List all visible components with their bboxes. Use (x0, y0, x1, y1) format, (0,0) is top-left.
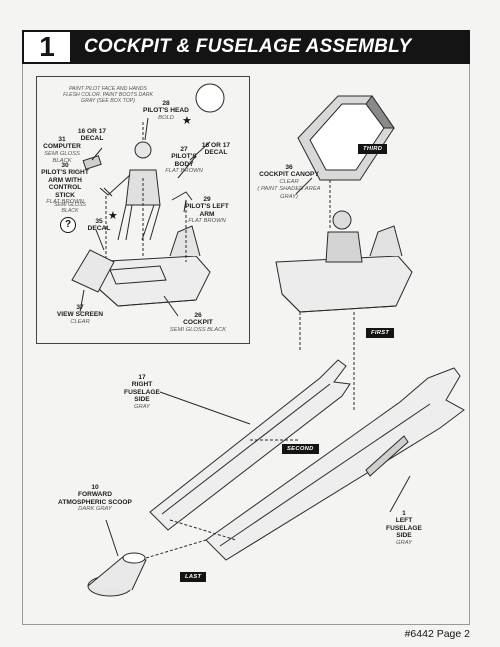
assembled-cockpit-part (275, 210, 413, 313)
label-decal-35: 35 DECAL (87, 218, 111, 233)
label-right-arm: 30 PILOT'S RIGHT ARM WITH CONTROL STICK … (41, 162, 89, 206)
label-view-screen: 37 VIEW SCREEN CLEAR (56, 304, 104, 325)
label-forward-scoop: 10 FORWARD ATMOSPHERIC SCOOP DARK GRAY (58, 484, 132, 513)
stage-first: FIRST (366, 328, 395, 338)
paint-note: PAINT PILOT FACE AND HANDS FLESH COLOR. … (63, 86, 153, 104)
label-pilots-head: 28 PILOT'S HEAD BOLD (143, 100, 189, 121)
star-icon: ★ (182, 115, 192, 127)
decal-reference-icon (195, 83, 225, 113)
label-left-arm: 29 PILOT'S LEFT ARM FLAT BROWN (185, 196, 229, 225)
label-cockpit: 26 COCKPIT SEMI GLOSS BLACK (169, 312, 227, 333)
pilot-figure-inset (82, 141, 193, 241)
cockpit-tub-inset (91, 225, 211, 307)
label-cockpit-canopy: 36 COCKPIT CANOPY CLEAR ( PAINT SHADED A… (257, 164, 321, 200)
step-number: 1 (24, 31, 70, 62)
label-pilots-body: 27 PILOT'S BODY FLAT BROWN (165, 146, 203, 175)
stage-third: THIRD (358, 144, 388, 154)
right-fuselage-side-part (149, 359, 351, 531)
page-footer: #6442 Page 2 (404, 628, 470, 640)
label-decal-left: 16 OR 17 DECAL (77, 128, 107, 143)
label-left-fuselage-side: 1 LEFT FUSELAGE SIDE GRAY (386, 510, 422, 546)
label-decal-right: 16 OR 17 DECAL (201, 142, 231, 157)
stage-last: LAST (180, 572, 207, 582)
step-header: 1 COCKPIT & FUSELAGE ASSEMBLY (22, 30, 470, 64)
cockpit-canopy-part (297, 95, 395, 181)
label-stick-color: SEMI GLOSS BLACK (54, 202, 86, 214)
label-right-fuselage-side: 17 RIGHT FUSELAGE SIDE GRAY (124, 374, 160, 410)
star-icon-decal: ★ (108, 210, 118, 222)
view-screen-part (71, 249, 115, 293)
stage-second: SECOND (282, 444, 319, 454)
step-title: COCKPIT & FUSELAGE ASSEMBLY (84, 36, 412, 57)
question-icon: ? (60, 217, 76, 233)
left-fuselage-side-part (205, 367, 465, 561)
step-frame (22, 64, 470, 625)
forward-atmospheric-scoop-part (87, 552, 147, 597)
label-computer: 31 COMPUTER SEMI GLOSS BLACK (43, 136, 81, 165)
